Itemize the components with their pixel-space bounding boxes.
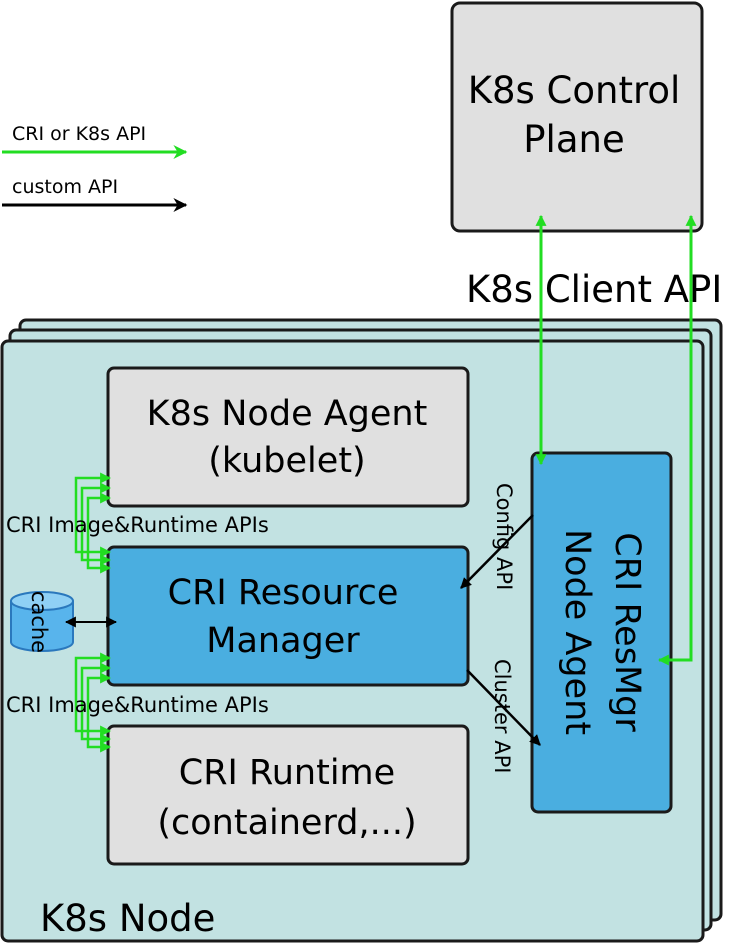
control-plane-title-line2: Plane (523, 118, 624, 161)
resmgr-agent-title-line2: Node Agent (557, 529, 597, 735)
cache-label: cache (27, 591, 51, 653)
config-api-arrow (460, 514, 534, 589)
resource-manager-title-line1: CRI Resource (168, 573, 399, 613)
legend: CRI or K8s API custom API (2, 123, 188, 212)
legend-black-label: custom API (12, 176, 118, 198)
resource-manager-title-line2: Manager (206, 621, 360, 661)
resource-manager-box: CRI Resource Manager (106, 545, 470, 687)
cluster-api-label: Cluster API (490, 659, 514, 773)
resmgr-agent-box: CRI ResMgr Node Agent (530, 451, 673, 814)
lower-cri-api-label: CRI Image&Runtime APIs (6, 693, 269, 717)
runtime-box: CRI Runtime (containerd,...) (106, 724, 470, 866)
cluster-api-arrow (466, 669, 541, 746)
lower-cri-connector (74, 652, 112, 753)
control-plane-title-line1: K8s Control (468, 69, 681, 112)
kubelet-box: K8s Node Agent (kubelet) (106, 366, 470, 508)
runtime-title-line2: (containerd,...) (157, 803, 416, 843)
cache-icon: cache (10, 591, 74, 653)
legend-green-label: CRI or K8s API (12, 123, 146, 145)
kubelet-title-line2: (kubelet) (208, 441, 365, 481)
client-api-label: K8s Client API (466, 268, 722, 311)
upper-cri-api-label: CRI Image&Runtime APIs (6, 513, 269, 537)
client-api-arrow-right (657, 214, 697, 666)
control-plane-box: K8s Control Plane (450, 1, 704, 233)
upper-cri-connector (74, 472, 112, 574)
resmgr-agent-title-line1: CRI ResMgr (607, 532, 647, 732)
node-label: K8s Node (40, 897, 215, 940)
kubelet-title-line1: K8s Node Agent (147, 394, 428, 434)
runtime-title-line1: CRI Runtime (179, 753, 395, 793)
config-api-label: Config API (492, 483, 516, 590)
